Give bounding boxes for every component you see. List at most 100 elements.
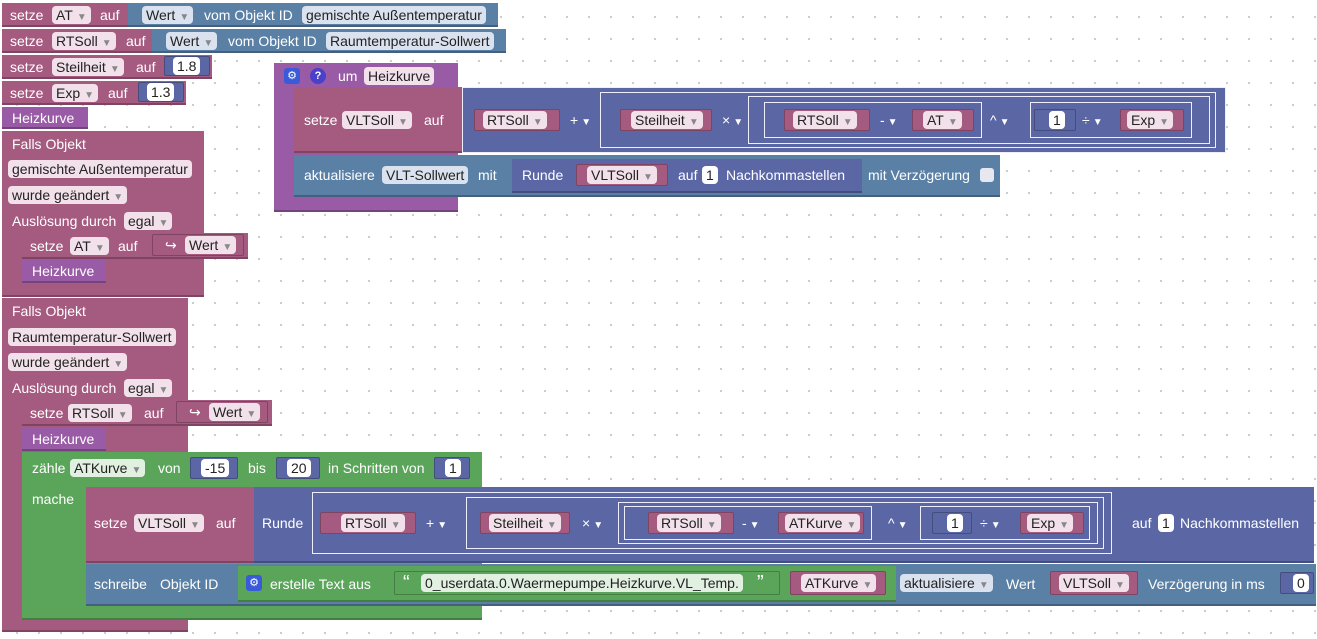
delay-checkbox[interactable]	[980, 168, 994, 182]
var-chip-exp[interactable]: Exp▼	[1020, 512, 1084, 534]
var-dropdown-steilheit[interactable]: Steilheit▼	[489, 514, 561, 532]
var-dropdown-at[interactable]: AT▼	[923, 111, 962, 129]
loop-var-dropdown[interactable]: ATKurve▼	[70, 459, 146, 477]
op-div-dropdown[interactable]: ÷▼	[980, 515, 1001, 531]
text-value[interactable]: 0_userdata.0.Waermepumpe.Heizkurve.VL_Te…	[421, 574, 743, 592]
text-literal-block[interactable]: “ 0_userdata.0.Waermepumpe.Heizkurve.VL_…	[394, 571, 780, 595]
op-plus-dropdown[interactable]: +▼	[426, 515, 448, 531]
number-block[interactable]: 1.3	[138, 82, 184, 102]
set-at-from-trigger-block[interactable]: setze AT▼ auf ↪ Wert▼	[22, 233, 248, 259]
round-digits-value[interactable]: 1	[702, 166, 718, 184]
get-value-raum-block[interactable]: Wert▼ vom Objekt ID Raumtemperatur-Sollw…	[152, 29, 506, 53]
var-dropdown-vltsoll[interactable]: VLTSoll▼	[1059, 574, 1129, 592]
var-chip-rtsoll[interactable]: RTSoll▼	[474, 109, 560, 131]
call-heizkurve-block[interactable]: Heizkurve	[22, 259, 106, 283]
attr-dropdown-wert[interactable]: Wert▼	[185, 236, 237, 254]
var-chip-at[interactable]: AT▼	[912, 109, 974, 131]
trigger-value-block[interactable]: ↪ Wert▼	[176, 401, 268, 423]
var-dropdown-rtsoll[interactable]: RTSoll▼	[52, 32, 116, 50]
trigger-source-dropdown[interactable]: egal▼	[124, 212, 173, 230]
round-block[interactable]: Runde VLTSoll▼ auf 1 Nachkommastellen	[512, 159, 862, 193]
var-chip-exp[interactable]: Exp▼	[1120, 109, 1184, 131]
var-dropdown-exp[interactable]: Exp▼	[1127, 111, 1174, 129]
trigger-condition-dropdown[interactable]: wurde geändert▼	[8, 353, 128, 371]
var-dropdown-at[interactable]: AT▼	[52, 6, 91, 24]
var-dropdown-atkurve[interactable]: ATKurve▼	[785, 514, 861, 532]
delay-value[interactable]: 0	[1293, 574, 1309, 592]
number-block[interactable]: 1	[434, 457, 470, 479]
var-dropdown-rtsoll[interactable]: RTSoll▼	[341, 514, 405, 532]
object-id-vlt[interactable]: VLT-Sollwert	[382, 166, 469, 184]
trigger-condition-dropdown[interactable]: wurde geändert▼	[8, 186, 128, 204]
var-dropdown-atkurve[interactable]: ATKurve▼	[801, 574, 877, 592]
number-block[interactable]: 0	[1280, 572, 1314, 594]
var-dropdown-exp[interactable]: Exp▼	[52, 84, 99, 102]
var-chip-rtsoll[interactable]: RTSoll▼	[320, 512, 416, 534]
op-times-dropdown[interactable]: ×▼	[722, 112, 744, 128]
write-mode-dropdown[interactable]: aktualisiere▼	[900, 574, 993, 592]
number-value-exp[interactable]: 1.3	[147, 83, 175, 101]
help-icon[interactable]: ?	[310, 68, 326, 84]
op-pow-dropdown[interactable]: ^▼	[990, 112, 1010, 128]
var-dropdown-exp[interactable]: Exp▼	[1027, 514, 1074, 532]
var-dropdown-rtsoll[interactable]: RTSoll▼	[793, 111, 857, 129]
set-exp-block[interactable]: setze Exp▼ auf 1.3	[2, 81, 186, 105]
op-minus-dropdown[interactable]: -▼	[742, 515, 760, 531]
var-chip-atkurve[interactable]: ATKurve▼	[790, 571, 886, 595]
loop-to-value[interactable]: 20	[287, 459, 311, 477]
gear-icon[interactable]: ⚙	[246, 575, 262, 591]
attr-dropdown-wert[interactable]: Wert▼	[142, 6, 194, 24]
var-chip-rtsoll[interactable]: RTSoll▼	[784, 109, 870, 131]
op-div-dropdown[interactable]: ÷▼	[1082, 112, 1103, 128]
call-heizkurve-block[interactable]: Heizkurve	[22, 427, 106, 451]
var-chip-rtsoll[interactable]: RTSoll▼	[648, 512, 734, 534]
number-block[interactable]: 1	[1034, 109, 1076, 131]
number-value-one[interactable]: 1	[1049, 111, 1065, 129]
object-id-raum[interactable]: Raumtemperatur-Sollwert	[326, 32, 494, 50]
op-pow-dropdown[interactable]: ^▼	[888, 515, 908, 531]
attr-dropdown-wert[interactable]: Wert▼	[166, 32, 218, 50]
set-steilheit-block[interactable]: setze Steilheit▼ auf 1.8	[2, 55, 212, 79]
set-rtsoll-block[interactable]: setze RTSoll▼ auf	[2, 29, 152, 53]
round-digits-value[interactable]: 1	[1158, 514, 1174, 532]
trigger-source-dropdown[interactable]: egal▼	[124, 379, 173, 397]
var-dropdown-steilheit[interactable]: Steilheit▼	[631, 111, 703, 129]
set-vltsoll-loop-block[interactable]: setze VLTSoll▼ auf	[86, 487, 256, 563]
object-id-aussen[interactable]: gemischte Außentemperatur	[302, 6, 486, 24]
number-block[interactable]: 20	[276, 457, 320, 479]
trigger-object-raum[interactable]: Raumtemperatur-Sollwert	[8, 328, 176, 346]
trigger-value-block[interactable]: ↪ Wert▼	[152, 234, 244, 256]
var-dropdown-vltsoll[interactable]: VLTSoll▼	[342, 111, 412, 129]
op-times-dropdown[interactable]: ×▼	[582, 515, 604, 531]
var-chip-steilheit[interactable]: Steilheit▼	[620, 109, 712, 131]
var-chip-vltsoll[interactable]: VLTSoll▼	[1050, 571, 1138, 595]
var-chip-atkurve[interactable]: ATKurve▼	[778, 512, 864, 534]
loop-from-value[interactable]: -15	[201, 459, 230, 477]
var-dropdown-rtsoll[interactable]: RTSoll▼	[68, 404, 132, 422]
get-value-aussen-block[interactable]: Wert▼ vom Objekt ID gemischte Außentempe…	[128, 3, 498, 27]
set-rtsoll-from-trigger-block[interactable]: setze RTSoll▼ auf ↪ Wert▼	[22, 400, 272, 426]
var-dropdown-rtsoll[interactable]: RTSoll▼	[483, 111, 547, 129]
number-block[interactable]: 1	[932, 512, 972, 534]
gear-icon[interactable]: ⚙	[284, 68, 300, 84]
var-dropdown-at[interactable]: AT▼	[70, 237, 109, 255]
loop-step-value[interactable]: 1	[445, 459, 461, 477]
attr-dropdown-wert[interactable]: Wert▼	[209, 403, 261, 421]
var-dropdown-steilheit[interactable]: Steilheit▼	[52, 58, 124, 76]
var-dropdown-rtsoll[interactable]: RTSoll▼	[657, 514, 721, 532]
var-dropdown-vltsoll[interactable]: VLTSoll▼	[587, 166, 657, 184]
function-name-field[interactable]: Heizkurve	[364, 67, 435, 85]
number-value-one[interactable]: 1	[947, 514, 963, 532]
var-chip-steilheit[interactable]: Steilheit▼	[480, 512, 570, 534]
number-block[interactable]: 1.8	[164, 56, 210, 76]
number-block[interactable]: -15	[190, 457, 238, 479]
var-dropdown-vltsoll[interactable]: VLTSoll▼	[134, 514, 204, 532]
trigger-object-aussen[interactable]: gemischte Außentemperatur	[8, 160, 192, 178]
call-heizkurve-block[interactable]: Heizkurve	[2, 107, 88, 129]
var-chip-vltsoll[interactable]: VLTSoll▼	[576, 164, 668, 186]
set-vltsoll-block[interactable]: setze VLTSoll▼ auf	[294, 87, 464, 153]
op-plus-dropdown[interactable]: +▼	[570, 112, 592, 128]
set-at-block[interactable]: setze AT▼ auf	[2, 3, 128, 27]
op-minus-dropdown[interactable]: -▼	[880, 112, 898, 128]
number-value-steilheit[interactable]: 1.8	[173, 57, 201, 75]
